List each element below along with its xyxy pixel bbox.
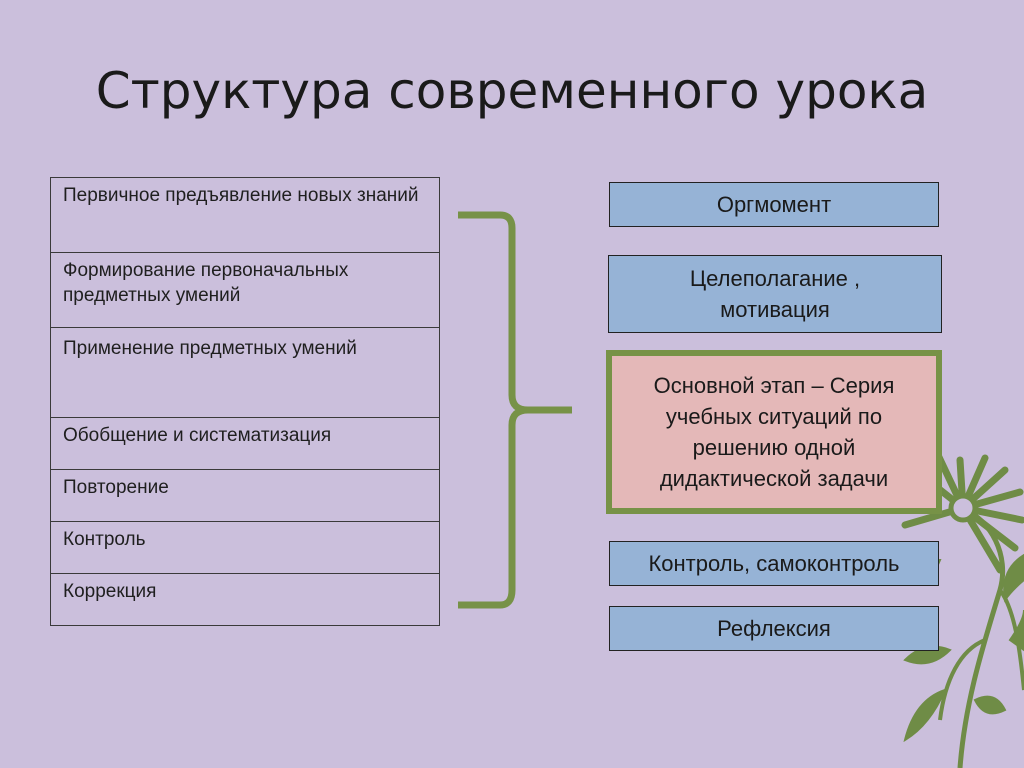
- lesson-stages-table: Первичное предъявление новых знаний Форм…: [50, 177, 440, 626]
- stage-box-main: Основной этап – Серия учебных ситуаций п…: [606, 350, 942, 514]
- stage-box-goal-setting: Целеполагание , мотивация: [608, 255, 942, 333]
- table-cell: Повторение: [50, 469, 440, 522]
- stage-box-reflection: Рефлексия: [609, 606, 939, 651]
- table-cell: Обобщение и систематизация: [50, 417, 440, 470]
- table-cell: Первичное предъявление новых знаний: [50, 177, 440, 253]
- table-cell: Формирование первоначальных предметных у…: [50, 252, 440, 328]
- stage-box-control: Контроль, самоконтроль: [609, 541, 939, 586]
- stage-box-orgmoment: Оргмомент: [609, 182, 939, 227]
- table-cell: Контроль: [50, 521, 440, 574]
- page-title: Структура современного урока: [95, 62, 929, 120]
- curly-brace-icon: [458, 211, 572, 609]
- table-cell: Коррекция: [50, 573, 440, 626]
